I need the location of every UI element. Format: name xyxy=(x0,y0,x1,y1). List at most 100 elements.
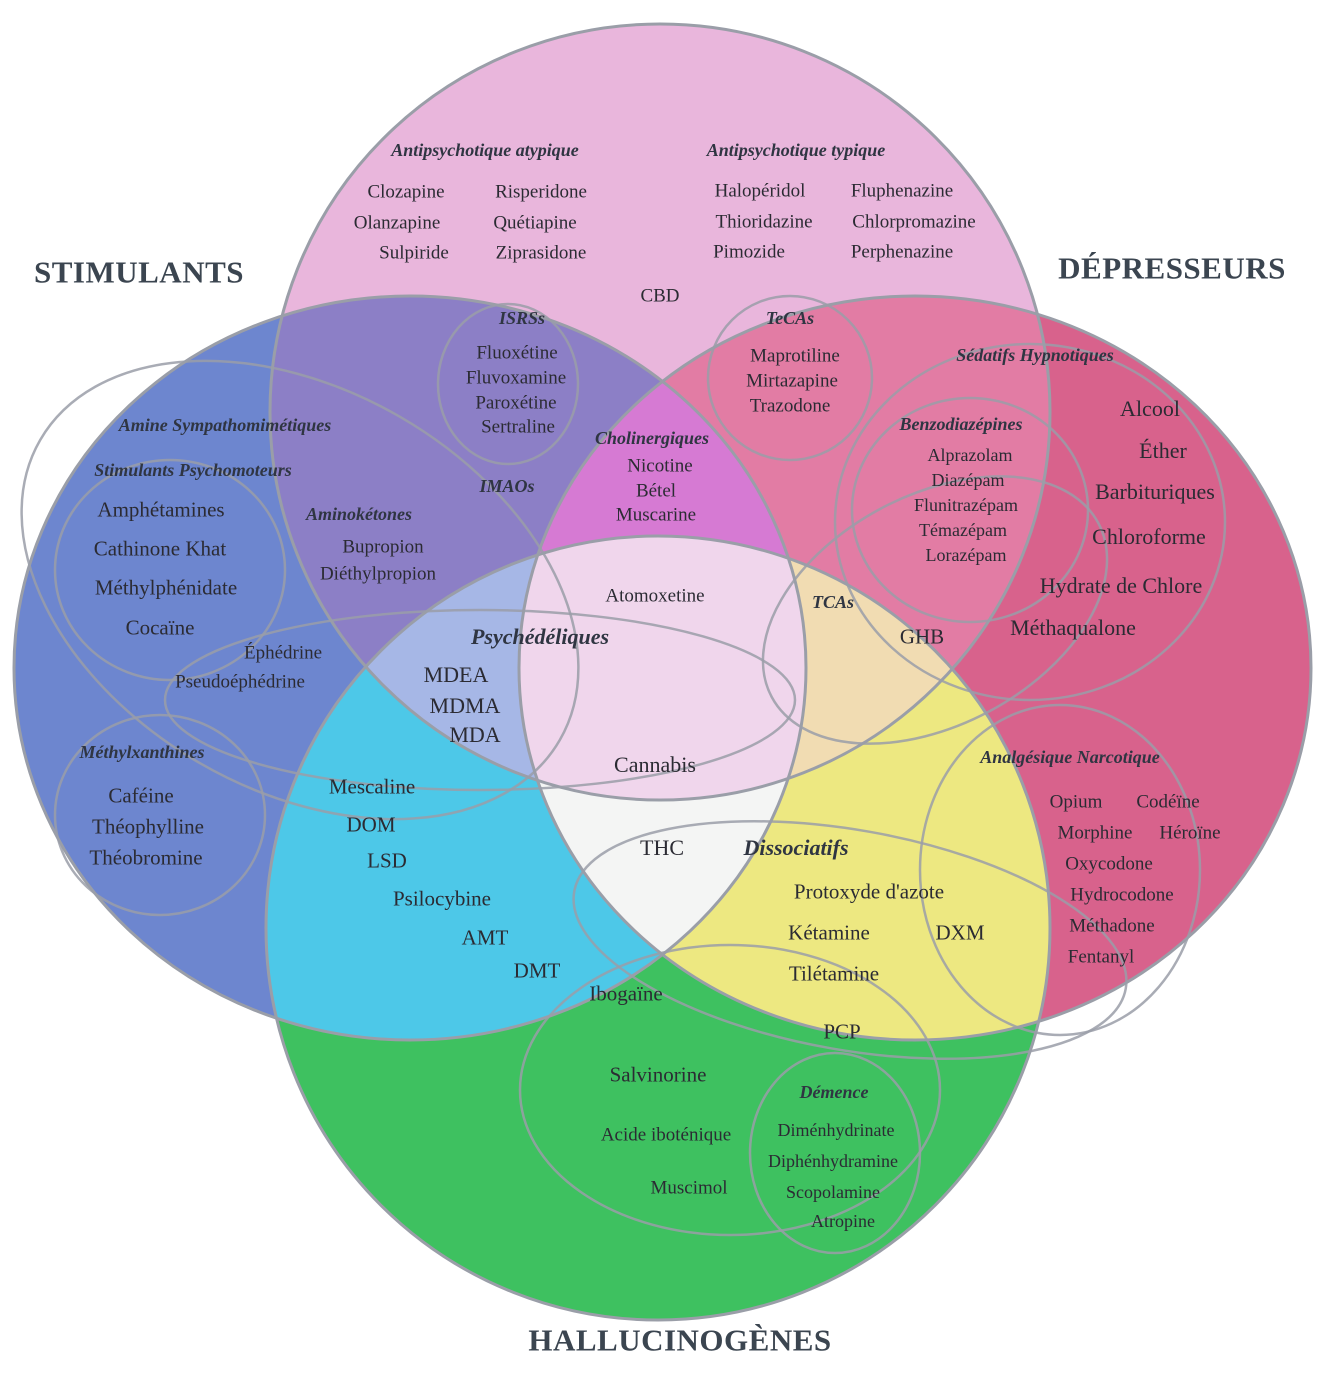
drug-label: Trazodone xyxy=(749,395,831,417)
drug-label: Paroxétine xyxy=(475,392,557,414)
drug-label: Olanzapine xyxy=(353,212,441,234)
drug-label: Bupropion xyxy=(342,536,424,558)
drug-label: Mescaline xyxy=(328,774,416,799)
drug-label: Diphénhydramine xyxy=(768,1151,898,1171)
drug-label: Muscimol xyxy=(650,1177,728,1199)
outline-hallucinogenes xyxy=(264,534,1052,1322)
drug-label: Morphine xyxy=(1057,822,1133,844)
group-title-antipsychotique-atypique: Antipsychotique atypique xyxy=(391,140,579,160)
drug-label: Pimozide xyxy=(713,241,785,263)
drug-label: Kétamine xyxy=(788,920,870,945)
drug-label: Alprazolam xyxy=(927,445,1013,465)
drug-label: MDA xyxy=(449,722,501,747)
group-title-psychedeliques: Psychédéliques xyxy=(470,624,610,649)
drug-label: Tilétamine xyxy=(788,961,880,986)
group-title-cholinergiques: Cholinergiques xyxy=(594,428,710,448)
drug-label: Salvinorine xyxy=(609,1062,707,1087)
region-pink-blue-red xyxy=(519,296,806,800)
drug-label: Fluvoxamine xyxy=(465,367,567,389)
drug-label: Protoxyde d'azote xyxy=(793,879,945,904)
group-title-demence: Démence xyxy=(799,1082,869,1102)
drug-label: Codéïne xyxy=(1136,791,1200,813)
drug-label-ghb: GHB xyxy=(899,624,945,649)
outline-sedatifs xyxy=(833,342,1227,702)
category-stimulants: STIMULANTS xyxy=(34,254,244,290)
drug-label: Oxycodone xyxy=(1065,853,1153,875)
drug-label: Méthaqualone xyxy=(1010,615,1136,640)
drug-label: Lorazépam xyxy=(925,545,1007,565)
outline-green-misc xyxy=(518,943,942,1237)
drug-label-cbd: CBD xyxy=(640,285,680,307)
drug-label: AMT xyxy=(461,925,509,950)
drug-label: Ziprasidone xyxy=(495,242,587,264)
drug-label: Héroïne xyxy=(1159,822,1221,844)
group-title-analgesique-narcotique: Analgésique Narcotique xyxy=(980,747,1160,767)
category-depresseurs: DÉPRESSEURS xyxy=(1058,250,1286,286)
drug-label: Mirtazapine xyxy=(746,370,838,392)
drug-label: Fluphenazine xyxy=(850,180,954,202)
group-title-imaos: IMAOs xyxy=(479,476,535,496)
drug-label: Fluoxétine xyxy=(476,342,558,364)
drug-label: MDMA xyxy=(429,693,501,718)
drug-label: Méthadone xyxy=(1069,915,1155,937)
drug-label: Ibogaïne xyxy=(589,981,663,1006)
drug-label: Barbituriques xyxy=(1095,479,1215,504)
drug-label: Diazépam xyxy=(931,470,1005,490)
drug-label: Halopéridol xyxy=(714,180,806,202)
region-pink-red-green xyxy=(519,536,1050,800)
drug-label: Sulpiride xyxy=(379,242,449,264)
drug-label: Hydrocodone xyxy=(1070,884,1174,906)
drug-label: Éphédrine xyxy=(243,642,323,664)
drug-label: Nicotine xyxy=(627,455,693,477)
region-blue-red-green xyxy=(519,536,806,1040)
drug-label: Méthylphénidate xyxy=(94,575,238,600)
drug-label: LSD xyxy=(367,848,407,873)
drug-label: Thioridazine xyxy=(715,211,813,233)
drug-label: Hydrate de Chlore xyxy=(1039,573,1203,598)
outline-demence xyxy=(748,1051,922,1255)
outline-analgesique xyxy=(918,703,1202,1037)
drug-label: Éther xyxy=(1139,438,1187,463)
outline-tcas xyxy=(761,475,1109,745)
group-title-amine-sympathomimetiques: Amine Sympathomimétiques xyxy=(118,415,332,435)
drug-label: Chloroforme xyxy=(1092,524,1206,549)
outline-stimulants-psychomoteurs xyxy=(53,458,287,682)
drug-label: Fentanyl xyxy=(1067,946,1135,968)
group-title-stimulants-psychomoteurs: Stimulants Psychomoteurs xyxy=(94,460,292,480)
outline-isrss xyxy=(436,302,580,466)
drug-label: Diménhydrinate xyxy=(777,1120,895,1140)
outline-tecas xyxy=(706,294,874,462)
drug-label-atomoxetine: Atomoxetine xyxy=(605,585,705,607)
drug-label: Psilocybine xyxy=(393,886,491,911)
drug-label: DOM xyxy=(346,812,396,837)
drug-label: Risperidone xyxy=(495,181,587,203)
group-title-tecas: TeCAs xyxy=(765,308,815,328)
drug-label: Scopolamine xyxy=(786,1182,880,1202)
category-hallucinogenes: HALLUCINOGÈNES xyxy=(528,1322,832,1358)
outline-methylxanthines xyxy=(53,713,267,917)
drug-label: Caféine xyxy=(108,783,174,808)
outline-stimulants xyxy=(12,294,808,1042)
region-pink-blue-green xyxy=(270,536,806,800)
drug-label: Amphétamines xyxy=(97,497,225,522)
drug-label: Diéthylpropion xyxy=(319,563,437,585)
drug-label: Clozapine xyxy=(367,181,445,203)
outline-psychedeliques xyxy=(163,608,797,792)
group-title-antipsychotique-typique: Antipsychotique typique xyxy=(706,140,886,160)
drug-label-thc: THC xyxy=(640,835,684,860)
drug-label: Chlorpromazine xyxy=(852,211,976,233)
drug-label: Perphenazine xyxy=(850,241,954,263)
group-title-benzodiazepines: Benzodiazépines xyxy=(899,414,1023,434)
group-title-methylxanthines: Méthylxanthines xyxy=(79,742,205,762)
drug-label: Acide iboténique xyxy=(600,1124,732,1146)
group-title-tcas: TCAs xyxy=(811,592,855,612)
drug-label: Théophylline xyxy=(92,814,204,839)
outline-amine-sympathomimetiques xyxy=(20,359,580,821)
drug-label: Cocaïne xyxy=(125,615,195,640)
group-title-isrss: ISRSs xyxy=(498,308,546,328)
drug-label: Atropine xyxy=(811,1211,875,1231)
outline-dissociatifs xyxy=(572,820,1128,1060)
drug-label: Quétiapine xyxy=(493,212,577,234)
group-title-aminoketones: Aminokétones xyxy=(305,504,413,524)
